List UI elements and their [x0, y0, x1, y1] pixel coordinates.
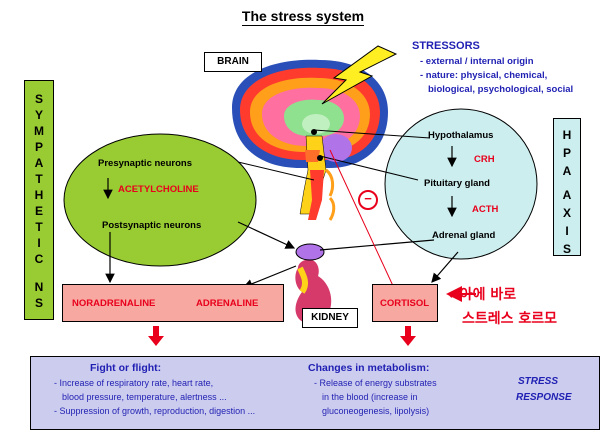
- down-arrow-right-icon: [400, 326, 416, 346]
- adrenal-label: Adrenal gland: [432, 230, 496, 241]
- sympathetic-letter: E: [34, 204, 43, 218]
- hpa-letter: I: [565, 224, 569, 238]
- hpa-letter: A: [562, 188, 572, 202]
- down-arrow-left-icon: [148, 326, 164, 346]
- sympathetic-letter: T: [35, 220, 43, 234]
- fight-heading: Fight or flight:: [90, 362, 162, 374]
- crh-label: CRH: [474, 154, 495, 165]
- catecholamine-box: [62, 284, 284, 322]
- sympathetic-letter: N: [34, 280, 44, 294]
- stress-response-box: [30, 356, 600, 430]
- sympathetic-letter: I: [37, 236, 41, 250]
- hpa-ellipse: [384, 108, 538, 260]
- handwritten-note-line: ←아에 바로: [448, 287, 517, 303]
- kidney-label: KIDNEY: [302, 308, 358, 328]
- inhibit-symbol: −: [364, 191, 372, 206]
- metabolism-line: in the blood (increase in: [322, 392, 418, 402]
- sympathetic-letter: A: [34, 156, 44, 170]
- fight-line: - Suppression of growth, reproduction, d…: [54, 406, 256, 416]
- hpa-letter: P: [562, 146, 571, 160]
- sympathetic-letter: T: [35, 172, 43, 186]
- stressors-line: biological, psychological, social: [428, 84, 574, 95]
- hypothalamus-label: Hypothalamus: [428, 130, 494, 141]
- hpa-letter: H: [562, 128, 572, 142]
- metabolism-heading: Changes in metabolism:: [308, 362, 430, 374]
- stressors-line: - nature: physical, chemical,: [420, 70, 548, 81]
- acth-label: ACTH: [472, 204, 499, 215]
- cortisol-label: CORTISOL: [380, 298, 430, 309]
- presynaptic-label: Presynaptic neurons: [98, 158, 192, 169]
- sympathetic-letter: H: [34, 188, 44, 202]
- handwritten-note-line: 스트레스 호르모: [462, 311, 558, 327]
- postsynaptic-label: Postsynaptic neurons: [102, 220, 202, 231]
- hpa-letter: X: [562, 206, 571, 220]
- noradrenaline-label: NORADRENALINE: [72, 298, 156, 309]
- lightning-bolt-icon: [321, 45, 398, 105]
- stressors-heading: STRESSORS: [412, 40, 480, 52]
- inhibit-circle: [358, 190, 378, 210]
- stress-response-label: RESPONSE: [516, 392, 572, 403]
- stressors-line: - external / internal origin: [420, 56, 534, 67]
- hpa-letter: S: [562, 242, 571, 256]
- sympathetic-letter: M: [34, 124, 44, 138]
- title-text: The stress system: [241, 8, 365, 26]
- sympathetic-ns-bar: S Y M P A T H E T I C N S: [24, 80, 54, 320]
- sympathetic-letter: P: [34, 140, 43, 154]
- cortisol-box: [372, 284, 438, 322]
- hpa-axis-bar: H P A A X I S: [553, 118, 581, 256]
- sympathetic-letter: C: [34, 252, 44, 266]
- metabolism-line: - Release of energy substrates: [314, 378, 437, 388]
- metabolism-line: gluconeogenesis, lipolysis): [322, 406, 430, 416]
- pituitary-label: Pituitary gland: [424, 178, 490, 189]
- brain-label: BRAIN: [204, 52, 262, 72]
- fight-line: blood pressure, temperature, alertness .…: [62, 392, 227, 402]
- hpa-letter: A: [562, 164, 572, 178]
- sympathetic-letter: Y: [34, 108, 43, 122]
- kidney-illustration: [295, 243, 332, 325]
- sympathetic-ellipse: [63, 133, 257, 267]
- adrenaline-label: ADRENALINE: [196, 298, 259, 309]
- acetylcholine-label: ACETYLCHOLINE: [118, 184, 199, 195]
- diagram-title: The stress system: [0, 8, 606, 26]
- fight-line: - Increase of respiratory rate, heart ra…: [54, 378, 214, 388]
- sympathetic-letter: S: [34, 296, 43, 310]
- stress-response-label: STRESS: [518, 376, 559, 387]
- sympathetic-letter: S: [34, 92, 43, 106]
